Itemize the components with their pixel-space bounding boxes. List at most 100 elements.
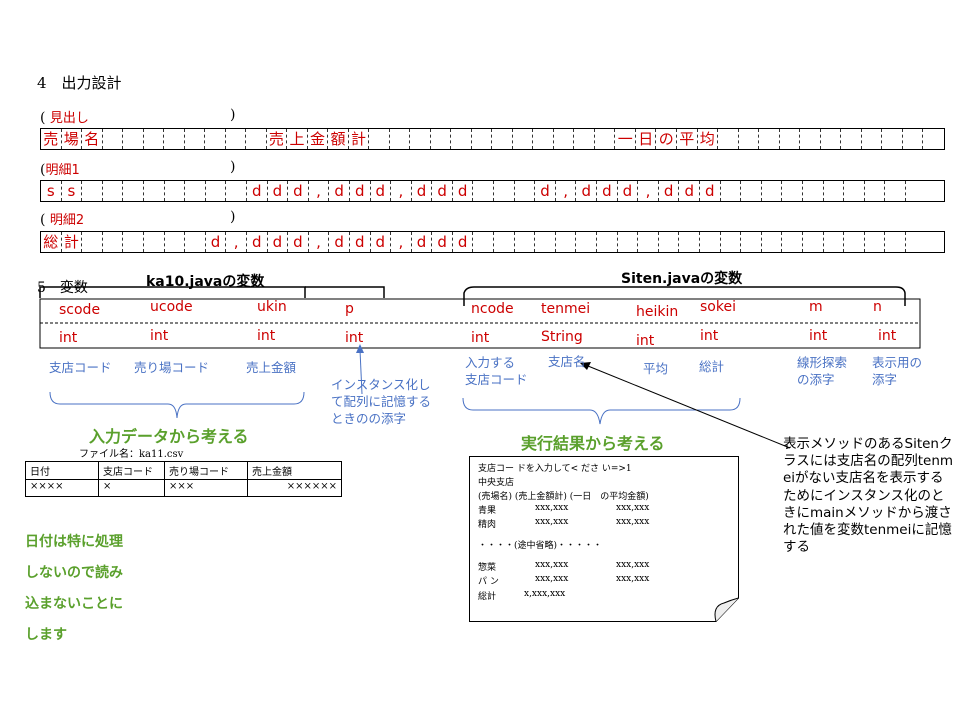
var-type-n: int xyxy=(878,328,897,344)
layout-cell: d xyxy=(453,181,474,201)
date-note-line: します xyxy=(25,627,67,643)
layout-cell: d xyxy=(597,181,618,201)
ka10-group-label: ka10.javaの変数 xyxy=(146,274,265,290)
layout-cell xyxy=(123,181,144,201)
layout-cell: , xyxy=(226,232,247,252)
layout-cell: , xyxy=(638,181,659,201)
layout-cell xyxy=(844,232,865,252)
brace-input xyxy=(49,391,305,419)
layout-cell xyxy=(515,232,536,252)
layout-cell xyxy=(803,181,824,201)
layout-cell xyxy=(903,129,924,149)
layout-cell: d xyxy=(350,181,371,201)
siten-group-label: Siten.javaの変数 xyxy=(621,271,743,287)
csv-header-date: 日付 xyxy=(25,461,99,480)
layout-cell: d xyxy=(432,181,453,201)
desc-m-line: の添字 xyxy=(797,372,835,387)
layout-cell: d xyxy=(268,181,289,201)
layout-cell xyxy=(226,181,247,201)
layout-cell xyxy=(103,232,124,252)
layout-cell xyxy=(721,181,742,201)
p-arrow-line xyxy=(359,349,363,395)
desc-ukin: 売上金額 xyxy=(246,360,297,375)
paren-close: ) xyxy=(230,159,236,175)
layout-cell xyxy=(739,129,760,149)
layout-cell xyxy=(103,181,124,201)
layout-cell xyxy=(780,129,801,149)
var-name-n: n xyxy=(873,299,882,315)
var-name-ncode: ncode xyxy=(471,301,514,317)
layout-cell: 均 xyxy=(698,129,719,149)
layout-cell: , xyxy=(309,181,330,201)
exec-line-omitted: ・・・・(途中省略)・・・・・ xyxy=(478,541,603,551)
layout-cell: d xyxy=(371,181,392,201)
layout-cell: 一 xyxy=(615,129,636,149)
layout-cell xyxy=(494,181,515,201)
layout-cell xyxy=(618,232,639,252)
layout-cell: d xyxy=(659,181,680,201)
layout-cell xyxy=(821,129,842,149)
desc-n-line: 表示用の xyxy=(872,355,923,370)
date-note: 日付は特に処理 しないので読み 込まないことに します xyxy=(25,527,123,651)
var-name-ukin: ukin xyxy=(257,299,287,315)
layout-cell xyxy=(800,129,821,149)
csv-table: 日付 支店コード 売り場コード 売上金額 ×××× × ××× ×××××× xyxy=(25,461,342,497)
layout-cell xyxy=(721,232,742,252)
layout-cell: 総 xyxy=(41,232,62,252)
layout-cell xyxy=(165,232,186,252)
paren-open: ( xyxy=(40,212,46,228)
paren-close: ) xyxy=(230,209,236,225)
input-data-title: 入力データから考える xyxy=(89,427,249,446)
heading-layout-row: 売場名売上金額計一日の平均 xyxy=(40,128,945,150)
exec-result-title: 実行結果から考える xyxy=(521,434,665,453)
ka10-bracket xyxy=(39,286,306,298)
layout-cell xyxy=(803,232,824,252)
desc-ncode-line: 支店コード xyxy=(465,372,528,387)
var-type-m: int xyxy=(809,328,828,344)
layout-cell xyxy=(885,232,906,252)
layout-cell: d xyxy=(206,232,227,252)
layout-cell xyxy=(700,232,721,252)
label-text: 明細2 xyxy=(49,213,85,228)
var-type-scode: int xyxy=(59,330,78,346)
layout-cell: 計 xyxy=(349,129,370,149)
desc-tenmei: 支店名 xyxy=(548,354,586,369)
layout-cell: d xyxy=(247,181,268,201)
desc-p: インスタンス化し て配列に記憶する ときのの添字 xyxy=(331,376,431,427)
exec-line-header: (売場名) (売上金額計) (一日 の平均金額) xyxy=(478,492,649,502)
layout-cell xyxy=(82,181,103,201)
layout-cell: s xyxy=(62,181,83,201)
layout-cell: d xyxy=(268,232,289,252)
layout-cell xyxy=(759,129,780,149)
exec-val-a1: xxx,xxx xyxy=(535,503,569,513)
layout-cell: d xyxy=(535,181,556,201)
csv-value-amount: ×××××× xyxy=(247,479,342,497)
var-type-p: int xyxy=(345,330,364,346)
layout-cell xyxy=(638,232,659,252)
label-text: 明細1 xyxy=(45,163,80,178)
exec-line-item3: 惣菜 xyxy=(478,563,497,573)
exec-val-a4: xxx,xxx xyxy=(535,574,569,584)
note-arrow-line xyxy=(587,365,791,449)
layout-cell xyxy=(824,181,845,201)
csv-header-floor: 売り場コード xyxy=(164,461,248,480)
csv-value-row: ×××× × ××× ×××××× xyxy=(25,479,342,497)
ka10-bracket-ext xyxy=(305,286,385,298)
var-name-m: m xyxy=(809,299,823,315)
layout-cell xyxy=(824,232,845,252)
var-type-sokei: int xyxy=(700,328,719,344)
exec-line-prompt: 支店コー ドを入力して< ださ い=>1 xyxy=(478,464,632,474)
csv-value-floor: ××× xyxy=(164,479,248,497)
layout-cell xyxy=(597,232,618,252)
exec-val-b1: xxx,xxx xyxy=(616,503,650,513)
layout-cell xyxy=(410,129,431,149)
exec-line-item2: 精肉 xyxy=(478,520,497,530)
exec-val-a2: xxx,xxx xyxy=(535,517,569,527)
layout-cell: d xyxy=(679,181,700,201)
layout-cell: d xyxy=(288,181,309,201)
exec-val-b2: xxx,xxx xyxy=(616,517,650,527)
layout-cell: 日 xyxy=(636,129,657,149)
layout-cell: 名 xyxy=(82,129,103,149)
paren-close: ) xyxy=(230,107,236,123)
desc-ncode-line: 入力する xyxy=(465,355,516,370)
